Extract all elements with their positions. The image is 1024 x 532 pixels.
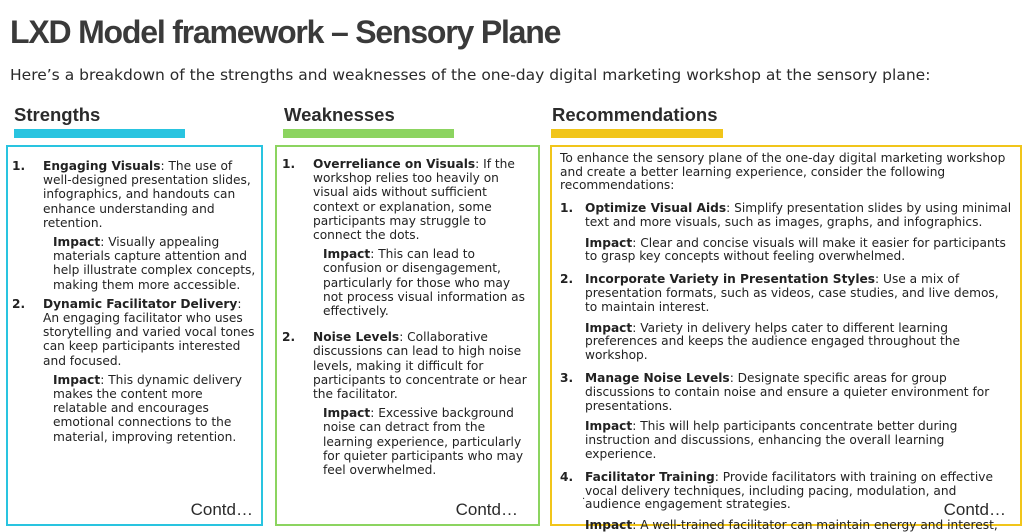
weaknesses-panel: 1. Overreliance on Visuals: If the works… <box>275 145 540 526</box>
list-item: 4. Facilitator Training: Provide facilit… <box>560 469 1012 532</box>
item-text: An engaging facilitator who uses storyte… <box>43 311 255 368</box>
item-text: Designate specific areas for group discu… <box>585 370 990 413</box>
impact-note: Impact: Visually appealing materials cap… <box>53 235 256 292</box>
item-text: If the workshop relies too heavily on vi… <box>313 157 515 243</box>
item-heading: Dynamic Facilitator Delivery <box>43 296 238 311</box>
strengths-list: 1. Engaging Visuals: The use of well-des… <box>12 159 258 449</box>
item-text: rovide facilitators with training on eff… <box>585 469 993 512</box>
impact-note: Impact: This can lead to confusion or di… <box>323 247 525 319</box>
list-item: 2. Incorporate Variety in Presentation S… <box>560 272 1012 363</box>
item-number: 1. <box>12 159 26 173</box>
contd-label: Contd… <box>455 500 518 519</box>
impact-note: Impact: This will help participants conc… <box>585 419 958 461</box>
item-text: Simplify presentation slides by using mi… <box>585 201 1012 229</box>
impact-note: Impact: Variety in delivery helps cater … <box>585 320 961 363</box>
recommendations-heading: Recommendations <box>552 104 718 125</box>
item-text: The use of well-designed presentation sl… <box>43 159 251 230</box>
weaknesses-accent-bar <box>283 129 454 138</box>
impact-note: Impact: A well-trained facilitator can m… <box>585 518 998 532</box>
list-item: 1. Optimize Visual Aids: Simplify presen… <box>560 201 1012 264</box>
list-item: 1. Overreliance on Visuals: If the works… <box>282 157 532 318</box>
impact-note: Impact: Clear and concise visuals will m… <box>585 235 1006 264</box>
contd-label: Contd… <box>190 500 253 519</box>
item-heading: Noise Levels <box>313 330 400 345</box>
item-number: 2. <box>12 296 26 311</box>
strengths-heading: Strengths <box>14 104 101 125</box>
recommendations-list: 1. Optimize Visual Aids: Simplify presen… <box>560 201 1012 532</box>
list-item: 2. Noise Levels: Collaborative discussio… <box>282 330 532 477</box>
page-subtitle: Here’s a breakdown of the strengths and … <box>10 66 931 84</box>
weaknesses-heading: Weaknesses <box>284 104 395 125</box>
item-number: 2. <box>282 330 296 345</box>
impact-note: Impact: Excessive background noise can d… <box>323 406 524 478</box>
item-number: 2. <box>560 272 574 287</box>
impact-note: Impact: This dynamic delivery makes the … <box>53 372 242 444</box>
item-number: 1. <box>560 201 574 215</box>
list-item: 3. Manage Noise Levels: Designate specif… <box>560 370 1012 462</box>
item-heading: Optimize Visual Aids <box>585 201 727 215</box>
item-heading: Overreliance on Visuals <box>313 157 476 171</box>
item-text: Use a mix of presentation formats, such … <box>585 272 999 314</box>
item-number: 3. <box>560 370 574 385</box>
item-heading: Incorporate Variety in Presentation Styl… <box>585 272 876 287</box>
weaknesses-list: 1. Overreliance on Visuals: If the works… <box>282 157 532 482</box>
recommendations-accent-bar <box>551 129 723 138</box>
strengths-panel: 1. Engaging Visuals: The use of well-des… <box>6 145 263 526</box>
item-number: 4. <box>560 469 574 484</box>
item-heading: Manage Noise Levels <box>585 370 730 385</box>
recommendations-panel: To enhance the sensory plane of the one-… <box>550 145 1022 532</box>
list-item: 1. Engaging Visuals: The use of well-des… <box>12 159 258 292</box>
strengths-accent-bar <box>14 129 185 138</box>
item-heading: Facilitator Training <box>585 469 715 484</box>
list-item: 2. Dynamic Facilitator Delivery: An enga… <box>12 297 258 444</box>
item-heading: Engaging Visuals <box>43 159 161 173</box>
recommendations-intro: To enhance the sensory plane of the one-… <box>560 151 1006 193</box>
trailing-dot: . <box>582 491 586 502</box>
item-text: Collaborative discussions can lead to hi… <box>313 330 527 402</box>
contd-label: Contd… <box>943 500 1006 519</box>
item-number: 1. <box>282 157 296 171</box>
page-title: LXD Model framework – Sensory Plane <box>10 14 561 50</box>
